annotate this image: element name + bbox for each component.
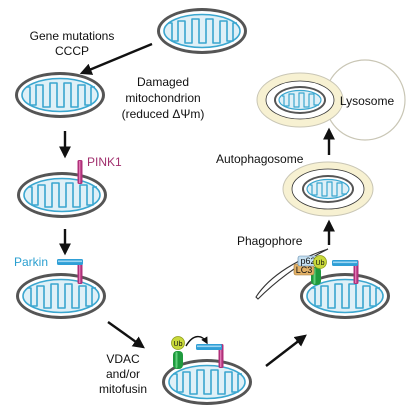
right-parkin: [332, 260, 358, 266]
vdac-label-line1: VDAC: [106, 352, 140, 366]
bottom-vdac: [173, 351, 183, 369]
arrow-damage: [79, 42, 153, 75]
trigger-label-line2: CCCP: [55, 44, 89, 58]
vdac-label-line2: and/or: [106, 367, 140, 381]
parkin-mitochondrion: [15, 272, 107, 320]
damaged-mitochondrion: [14, 71, 106, 119]
damaged-label-line1: Damaged: [137, 75, 189, 89]
svg-text:LC3: LC3: [296, 265, 313, 275]
lc3-protein: LC3: [293, 263, 315, 276]
arrow-to-ubiquitination: [107, 321, 145, 349]
arrow-to-recognition: [265, 334, 307, 367]
phagophore-label: Phagophore: [237, 234, 303, 248]
damaged-label-line2: mitochondrion: [125, 91, 200, 105]
autophagosome-label: Autophagosome: [216, 152, 304, 166]
pink1-protein: [77, 160, 83, 184]
vdac-label-line3: mitofusin: [99, 382, 147, 396]
svg-text:Ub: Ub: [174, 341, 183, 348]
damaged-label-line3: (reduced ΔΨm): [122, 107, 205, 121]
healthy-mitochondrion: [156, 7, 248, 55]
svg-text:Ub: Ub: [316, 260, 325, 267]
phagophore-membrane: [255, 248, 329, 300]
parkin-label: Parkin: [14, 255, 48, 269]
autolysosome: [256, 59, 406, 141]
pink1-label: PINK1: [87, 155, 122, 169]
ubiquitination-arrow: [185, 335, 208, 347]
autophagosome: [282, 161, 374, 217]
right-ub: Ub: [313, 255, 327, 269]
trigger-label-line1: Gene mutations: [30, 29, 115, 43]
bottom-parkin: [196, 344, 222, 350]
pink1-mitochondrion: [16, 171, 108, 219]
parkin-protein: [57, 259, 83, 265]
bottom-ub: Ub: [171, 336, 185, 350]
svg-text:p62: p62: [300, 256, 315, 266]
lysosome-label: Lysosome: [340, 94, 395, 108]
